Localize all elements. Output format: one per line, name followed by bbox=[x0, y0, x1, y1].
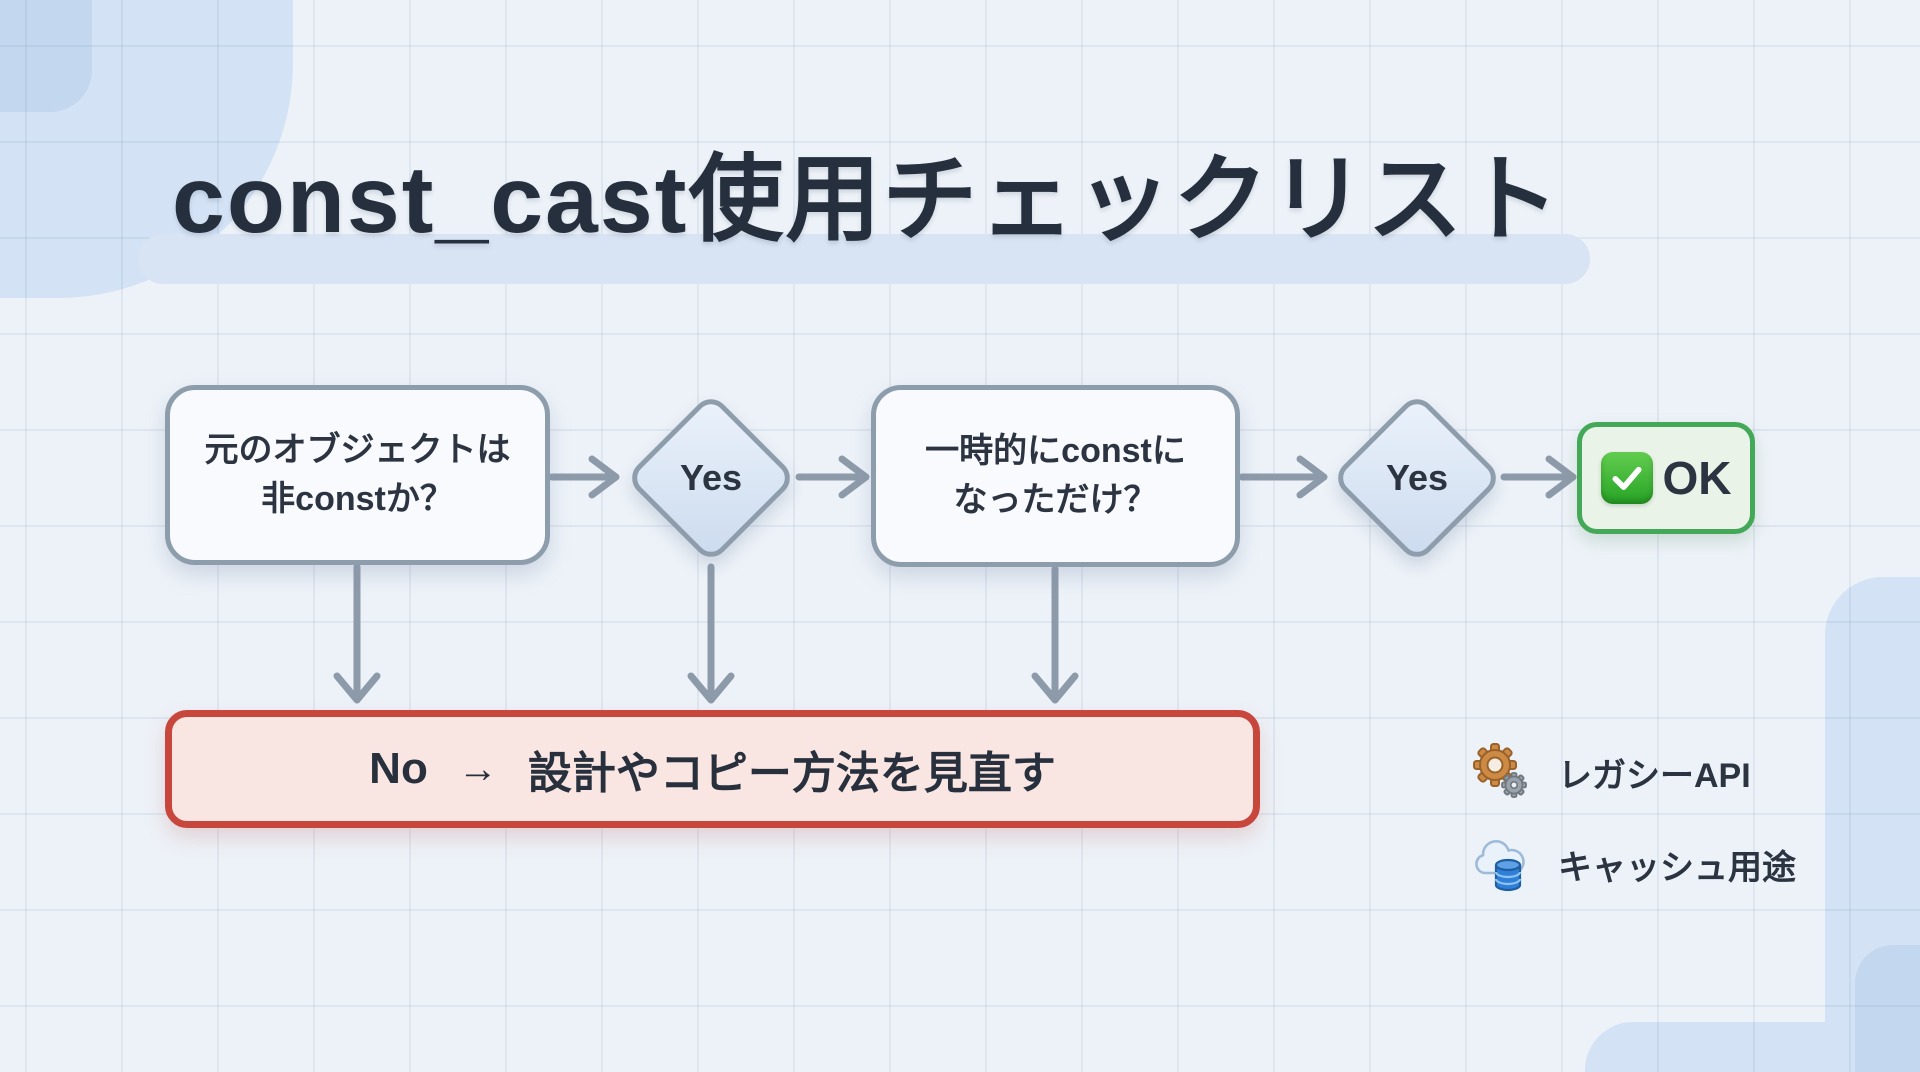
decor-bottom-right-accent bbox=[1855, 945, 1920, 1072]
node-no-review-design: No → 設計やコピー方法を見直す bbox=[165, 710, 1260, 828]
node-question-original-nonconst: 元のオブジェクトは 非constか？ bbox=[165, 385, 550, 565]
node-text-line: 非constか？ bbox=[261, 480, 454, 518]
node-text-line: 一時的にconstに bbox=[925, 431, 1186, 470]
decision-label: Yes bbox=[1385, 456, 1449, 498]
check-mark-icon bbox=[1600, 452, 1653, 504]
no-text: 設計やコピー方法を見直す bbox=[527, 749, 1056, 798]
legend-label: キャッシュ用途 bbox=[1558, 848, 1796, 887]
legend: レガシーAPI キャッシュ用途 bbox=[1468, 740, 1796, 896]
no-prefix: No bbox=[369, 744, 428, 793]
node-question-temporarily-const: 一時的にconstに なっただけ？ bbox=[871, 385, 1240, 567]
node-decision-yes-1: Yes bbox=[624, 391, 798, 565]
node-text-line: なっただけ？ bbox=[953, 481, 1158, 519]
node-text-line: 元のオブジェクトは bbox=[204, 430, 511, 469]
title-highlight bbox=[138, 234, 1590, 284]
legend-item-cache-use: キャッシュ用途 bbox=[1468, 832, 1796, 896]
page-title: const_cast使用チェックリスト bbox=[172, 147, 1562, 253]
right-arrow-glyph: → bbox=[457, 746, 498, 791]
legend-item-legacy-api: レガシーAPI bbox=[1468, 740, 1796, 804]
node-ok-result: OK bbox=[1577, 422, 1755, 534]
legend-label: レガシーAPI bbox=[1558, 756, 1751, 795]
decision-label: Yes bbox=[679, 456, 743, 498]
ok-label: OK bbox=[1662, 452, 1732, 504]
decor-top-left-accent bbox=[0, 0, 92, 112]
node-decision-yes-2: Yes bbox=[1330, 391, 1504, 565]
gear-icon bbox=[1473, 743, 1527, 798]
cloud-database-icon bbox=[1475, 840, 1525, 892]
